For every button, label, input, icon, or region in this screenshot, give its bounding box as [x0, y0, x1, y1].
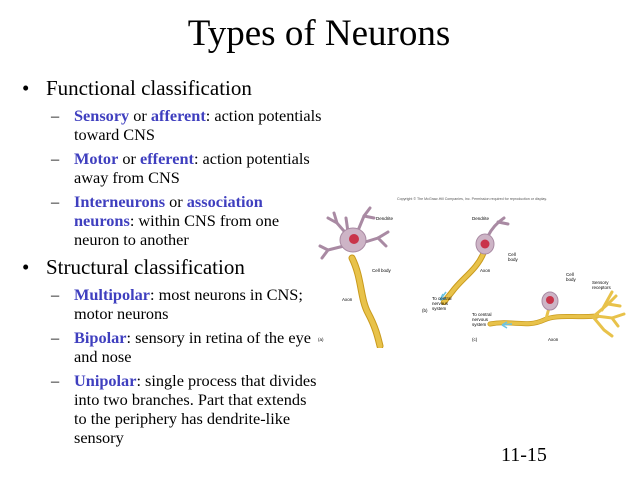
label-panel-b: (b) [422, 308, 428, 313]
structural-sublist: –Multipolar: most neurons in CNS; motor … [22, 285, 322, 447]
sub-bullet-bipolar: –Bipolar: sensory in retina of the eye a… [22, 328, 322, 366]
sub-bullet-interneurons: –Interneurons or association neurons: wi… [22, 192, 322, 249]
label-panel-c: (c) [472, 337, 478, 342]
arrow-to-cns-b [439, 291, 447, 301]
label-a-dendrite: Dendrite [376, 216, 394, 221]
bipolar-neuron: Dendrite Cell body Axon To central nervo… [422, 216, 519, 313]
bullet-structural: • Structural classification [22, 255, 322, 279]
functional-sublist: –Sensory or afferent: action potentials … [22, 106, 322, 249]
label-b-cns-2: nervous [432, 301, 449, 306]
label-b-cell-1: Cell [508, 252, 516, 257]
neuron-types-figure: Copyright © The McGraw-Hill Companies, I… [312, 188, 634, 350]
sub-bullet-motor: –Motor or efferent: action potentials aw… [22, 149, 322, 187]
keyword-interneurons: Interneurons [74, 192, 166, 211]
label-b-axon: Axon [480, 268, 491, 273]
bullet-dot: • [22, 255, 30, 279]
sub-bullet-unipolar: –Unipolar: single process that divides i… [22, 371, 322, 447]
bullet-structural-text: Structural classification [46, 255, 245, 279]
sub-bullet-text: : action potentials toward CNS [74, 106, 322, 144]
label-b-cell-2: body [508, 257, 519, 262]
sub-bullet-text: : within CNS from one neuron to another [74, 211, 280, 249]
keyword-efferent: efferent [140, 149, 194, 168]
label-c-cns-1: To central [472, 312, 492, 317]
unipolar-nucleus [546, 296, 554, 304]
connector-text: or [165, 192, 187, 211]
label-a-axon: Axon [342, 297, 353, 302]
unipolar-neuron: Cell body Sensory receptors To central n… [472, 272, 626, 342]
label-c-cell-1: Cell [566, 272, 574, 277]
dash-mark: – [51, 149, 60, 168]
label-panel-a: (a) [318, 337, 324, 342]
sub-bullet-multipolar: –Multipolar: most neurons in CNS; motor … [22, 285, 322, 323]
bullet-functional-text: Functional classification [46, 76, 252, 100]
dash-mark: – [51, 106, 60, 125]
bullet-list: • Functional classification –Sensory or … [22, 76, 322, 453]
label-c-receptors-1: Sensory [592, 280, 609, 285]
label-c-cell-2: body [566, 277, 577, 282]
keyword-afferent: afferent [150, 106, 206, 125]
dash-mark: – [51, 371, 60, 390]
bullet-dot: • [22, 76, 30, 100]
dash-mark: – [51, 192, 60, 211]
keyword-unipolar: Unipolar [74, 371, 137, 390]
keyword-sensory: Sensory [74, 106, 130, 125]
bipolar-nucleus [480, 239, 490, 249]
multipolar-neuron: Dendrite Cell body Axon (a) [318, 206, 394, 350]
sub-bullet-text: : single process that divides into two b… [74, 371, 317, 447]
label-c-receptors-2: receptors [592, 285, 612, 290]
sub-bullet-text: : sensory in retina of the eye and nose [74, 328, 311, 366]
keyword-association-neurons: association neurons [74, 192, 263, 230]
bipolar-axon-core [442, 250, 486, 304]
label-b-dendrite: Dendrite [472, 216, 490, 221]
bullet-functional: • Functional classification [22, 76, 322, 100]
connector-text: or [129, 106, 151, 125]
connector-text: or [118, 149, 140, 168]
keyword-multipolar: Multipolar [74, 285, 150, 304]
multipolar-axon-core [349, 255, 383, 349]
neuron-diagram: Copyright © The McGraw-Hill Companies, I… [318, 197, 626, 350]
dash-mark: – [51, 285, 60, 304]
copyright-notice: Copyright © The McGraw-Hill Companies, I… [397, 197, 547, 201]
label-c-axon: Axon [548, 337, 559, 342]
keyword-motor: Motor [74, 149, 119, 168]
label-b-cns-3: system [432, 306, 447, 311]
dash-mark: – [51, 328, 60, 347]
sensory-receptor-branches [592, 290, 626, 338]
multipolar-nucleus [349, 234, 359, 244]
sub-bullet-text: : most neurons in CNS; motor neurons [74, 285, 303, 323]
slide-title: Types of Neurons [187, 13, 451, 54]
label-b-cns-1: To central [432, 296, 452, 301]
sub-bullet-text: : action potentials away from CNS [74, 149, 310, 187]
label-c-cns-2: nervous [472, 317, 489, 322]
keyword-bipolar: Bipolar [74, 328, 127, 347]
arrow-to-cns-c [501, 321, 513, 329]
sub-bullet-sensory: –Sensory or afferent: action potentials … [22, 106, 322, 144]
bipolar-dendrite [486, 216, 510, 238]
label-a-cell-body: Cell body [372, 268, 392, 273]
unipolar-axon-core [488, 314, 599, 326]
slide-number: 11-15 [501, 444, 547, 466]
label-c-cns-3: system [472, 322, 487, 327]
